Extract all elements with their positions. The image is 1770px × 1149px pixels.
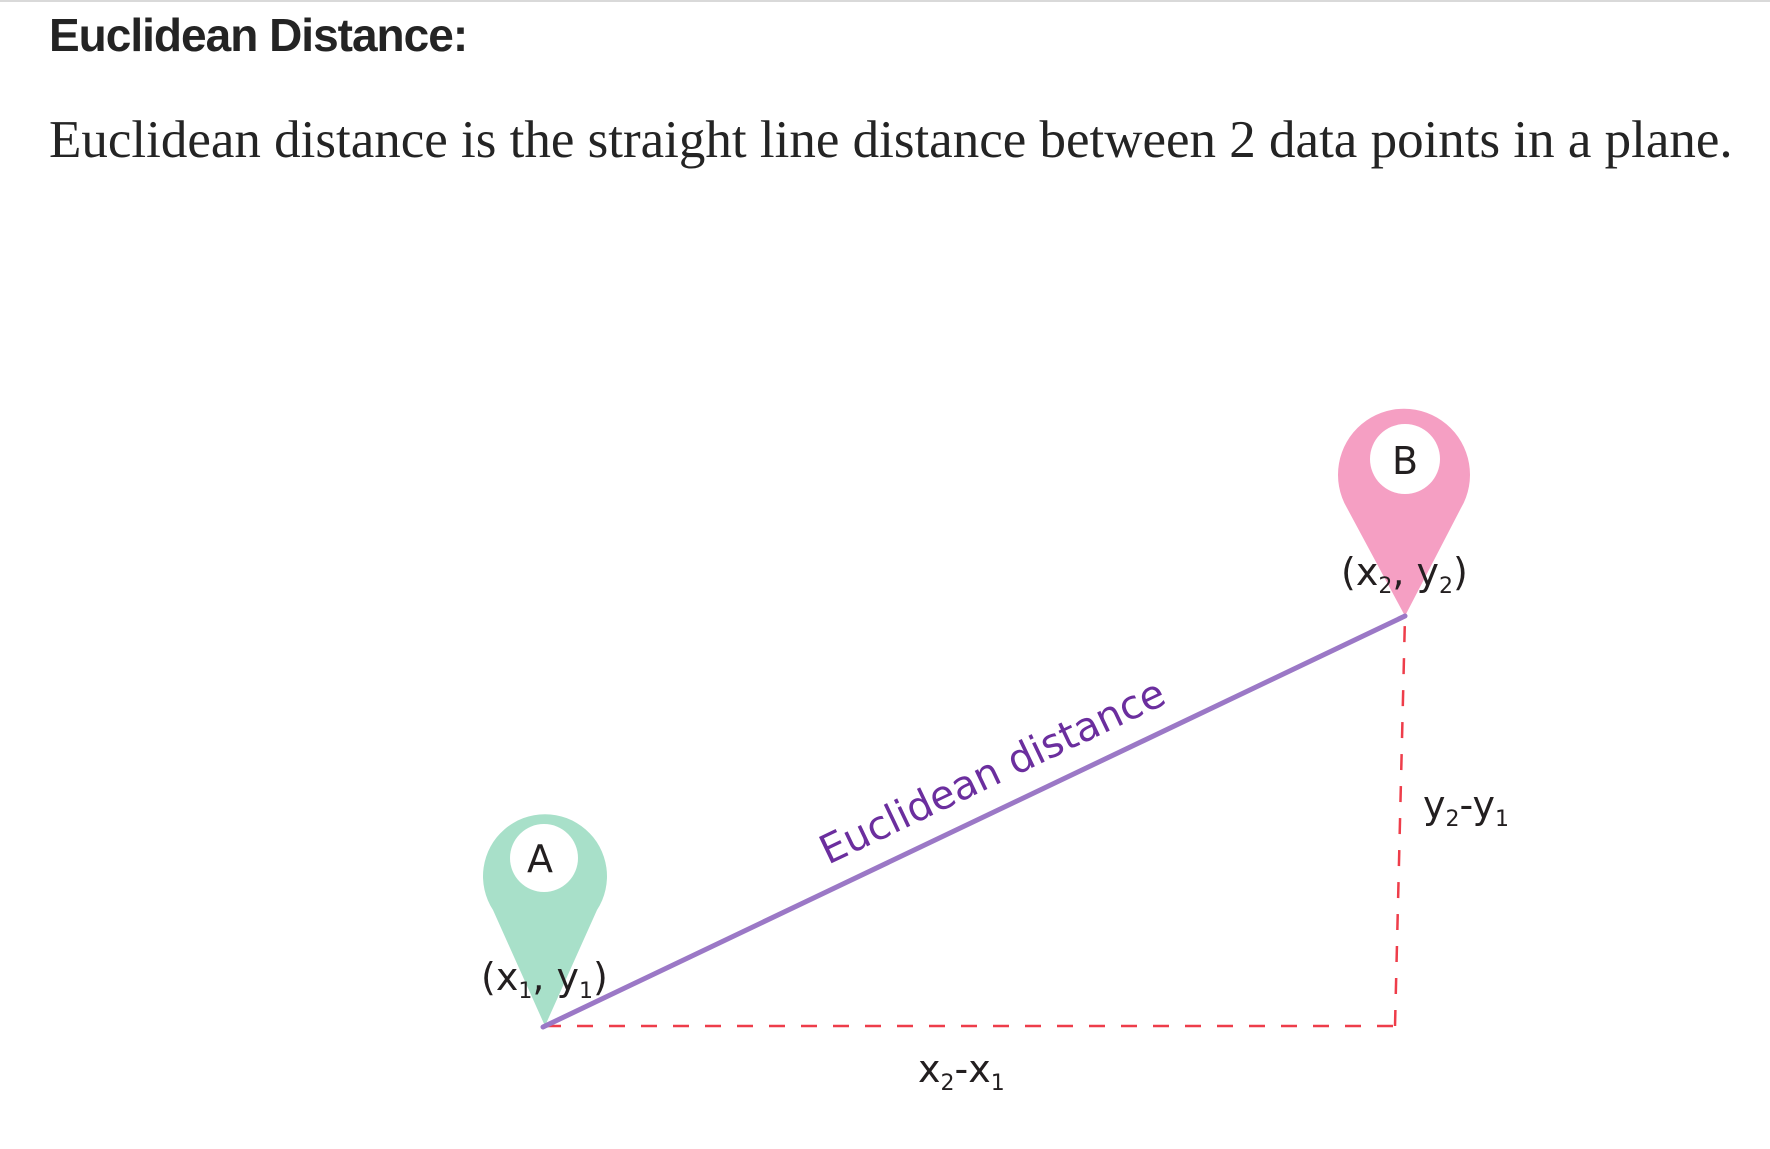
pin-a-letter: A (527, 837, 553, 881)
point-a-coordinates: (x1, y1) (481, 955, 608, 1004)
pin-a-inner-circle (510, 824, 578, 892)
pin-b-inner-circle (1370, 424, 1440, 494)
point-b-coordinates: (x2, y2) (1341, 550, 1468, 599)
top-divider (0, 0, 1770, 2)
pin-b-letter: B (1392, 439, 1418, 483)
section-heading: Euclidean Distance: (49, 9, 468, 61)
pin-b-marker: B (1338, 408, 1471, 616)
pin-a-marker: A (482, 814, 607, 1026)
euclidean-distance-line (540, 613, 1408, 1030)
horizontal-leg-label: x2-x1 (918, 1047, 1005, 1096)
body-paragraph: Euclidean distance is the straight line … (49, 111, 1733, 169)
vertical-leg-label: y2-y1 (1423, 783, 1509, 832)
euclidean-distance-label: Euclidean distance (813, 670, 1173, 874)
vertical-leg (1393, 615, 1407, 1027)
